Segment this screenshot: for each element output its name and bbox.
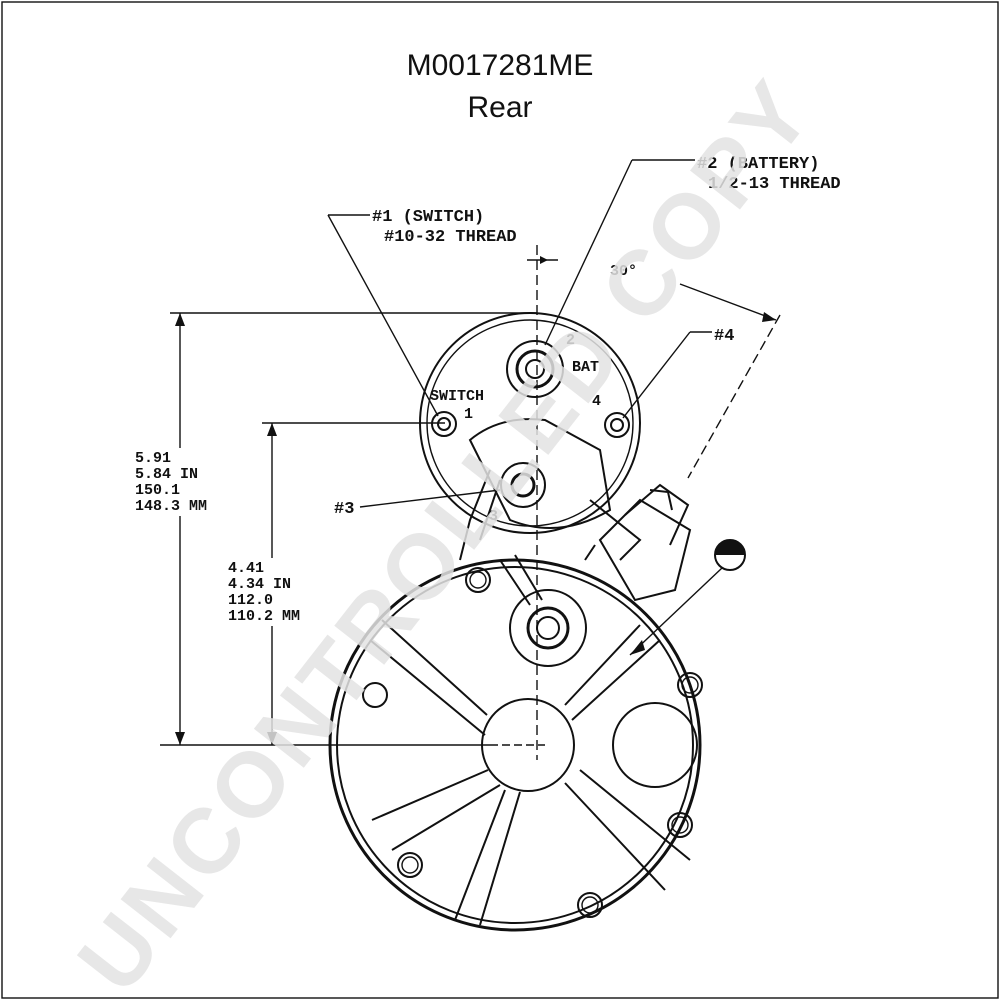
bolt-hole (667, 812, 693, 838)
terminal-4-number: 4 (592, 393, 601, 410)
ground-marker (629, 539, 746, 656)
terminal-3-number: 3 (489, 508, 498, 525)
center-height-dimension: 4.41 4.34 IN 112.0 110.2 MM (160, 422, 490, 746)
overall-dim-line-4: 148.3 MM (135, 498, 207, 515)
overall-dim-line-1: 5.91 (135, 450, 171, 467)
terminal-2-thread: 1/2-13 THREAD (708, 175, 841, 194)
motor-end-housing (328, 558, 703, 932)
angle-label: 30° (610, 263, 637, 280)
view-subtitle: Rear (467, 91, 532, 124)
bolt-hole (465, 567, 491, 593)
overall-dim-line-2: 5.84 IN (135, 466, 198, 483)
bolt-hole (397, 852, 423, 878)
terminal-1-thread: #10-32 THREAD (384, 228, 517, 247)
bolt-hole (577, 892, 603, 918)
terminal-4 (604, 412, 630, 438)
terminal-2-number: 2 (566, 332, 575, 349)
overall-height-dimension: 5.91 5.84 IN 150.1 148.3 MM (130, 312, 537, 745)
terminal-3-label: #3 (334, 500, 354, 519)
angle-dimension: 30° (527, 245, 781, 760)
overall-dim-line-3: 150.1 (135, 482, 180, 499)
center-dim-line-1: 4.41 (228, 560, 264, 577)
terminal-4-label: #4 (714, 327, 734, 346)
center-dim-line-4: 110.2 MM (228, 608, 300, 625)
battery-terminal-2 (506, 340, 564, 398)
uncontrolled-copy-watermark: UNCONTROLLED COPY (59, 61, 833, 1000)
terminal-2-label: #2 (BATTERY) (697, 155, 819, 174)
center-dim-line-2: 4.34 IN (228, 576, 291, 593)
switch-terminal-1 (431, 411, 457, 437)
bearing-boss (612, 702, 698, 788)
drawing-title: M0017281ME (407, 49, 594, 82)
bolt-hole (677, 672, 703, 698)
bolt-hole (362, 682, 388, 708)
center-dim-line-3: 112.0 (228, 592, 273, 609)
solenoid-mount-nut (584, 483, 692, 602)
bat-inline-label: BAT (572, 359, 599, 376)
terminal-1-label: #1 (SWITCH) (372, 208, 484, 227)
field-terminal-stud (499, 554, 587, 667)
terminal-1-number: 1 (464, 406, 473, 423)
switch-inline-label: SWITCH (430, 388, 484, 405)
motor-terminal-3 (500, 462, 546, 508)
